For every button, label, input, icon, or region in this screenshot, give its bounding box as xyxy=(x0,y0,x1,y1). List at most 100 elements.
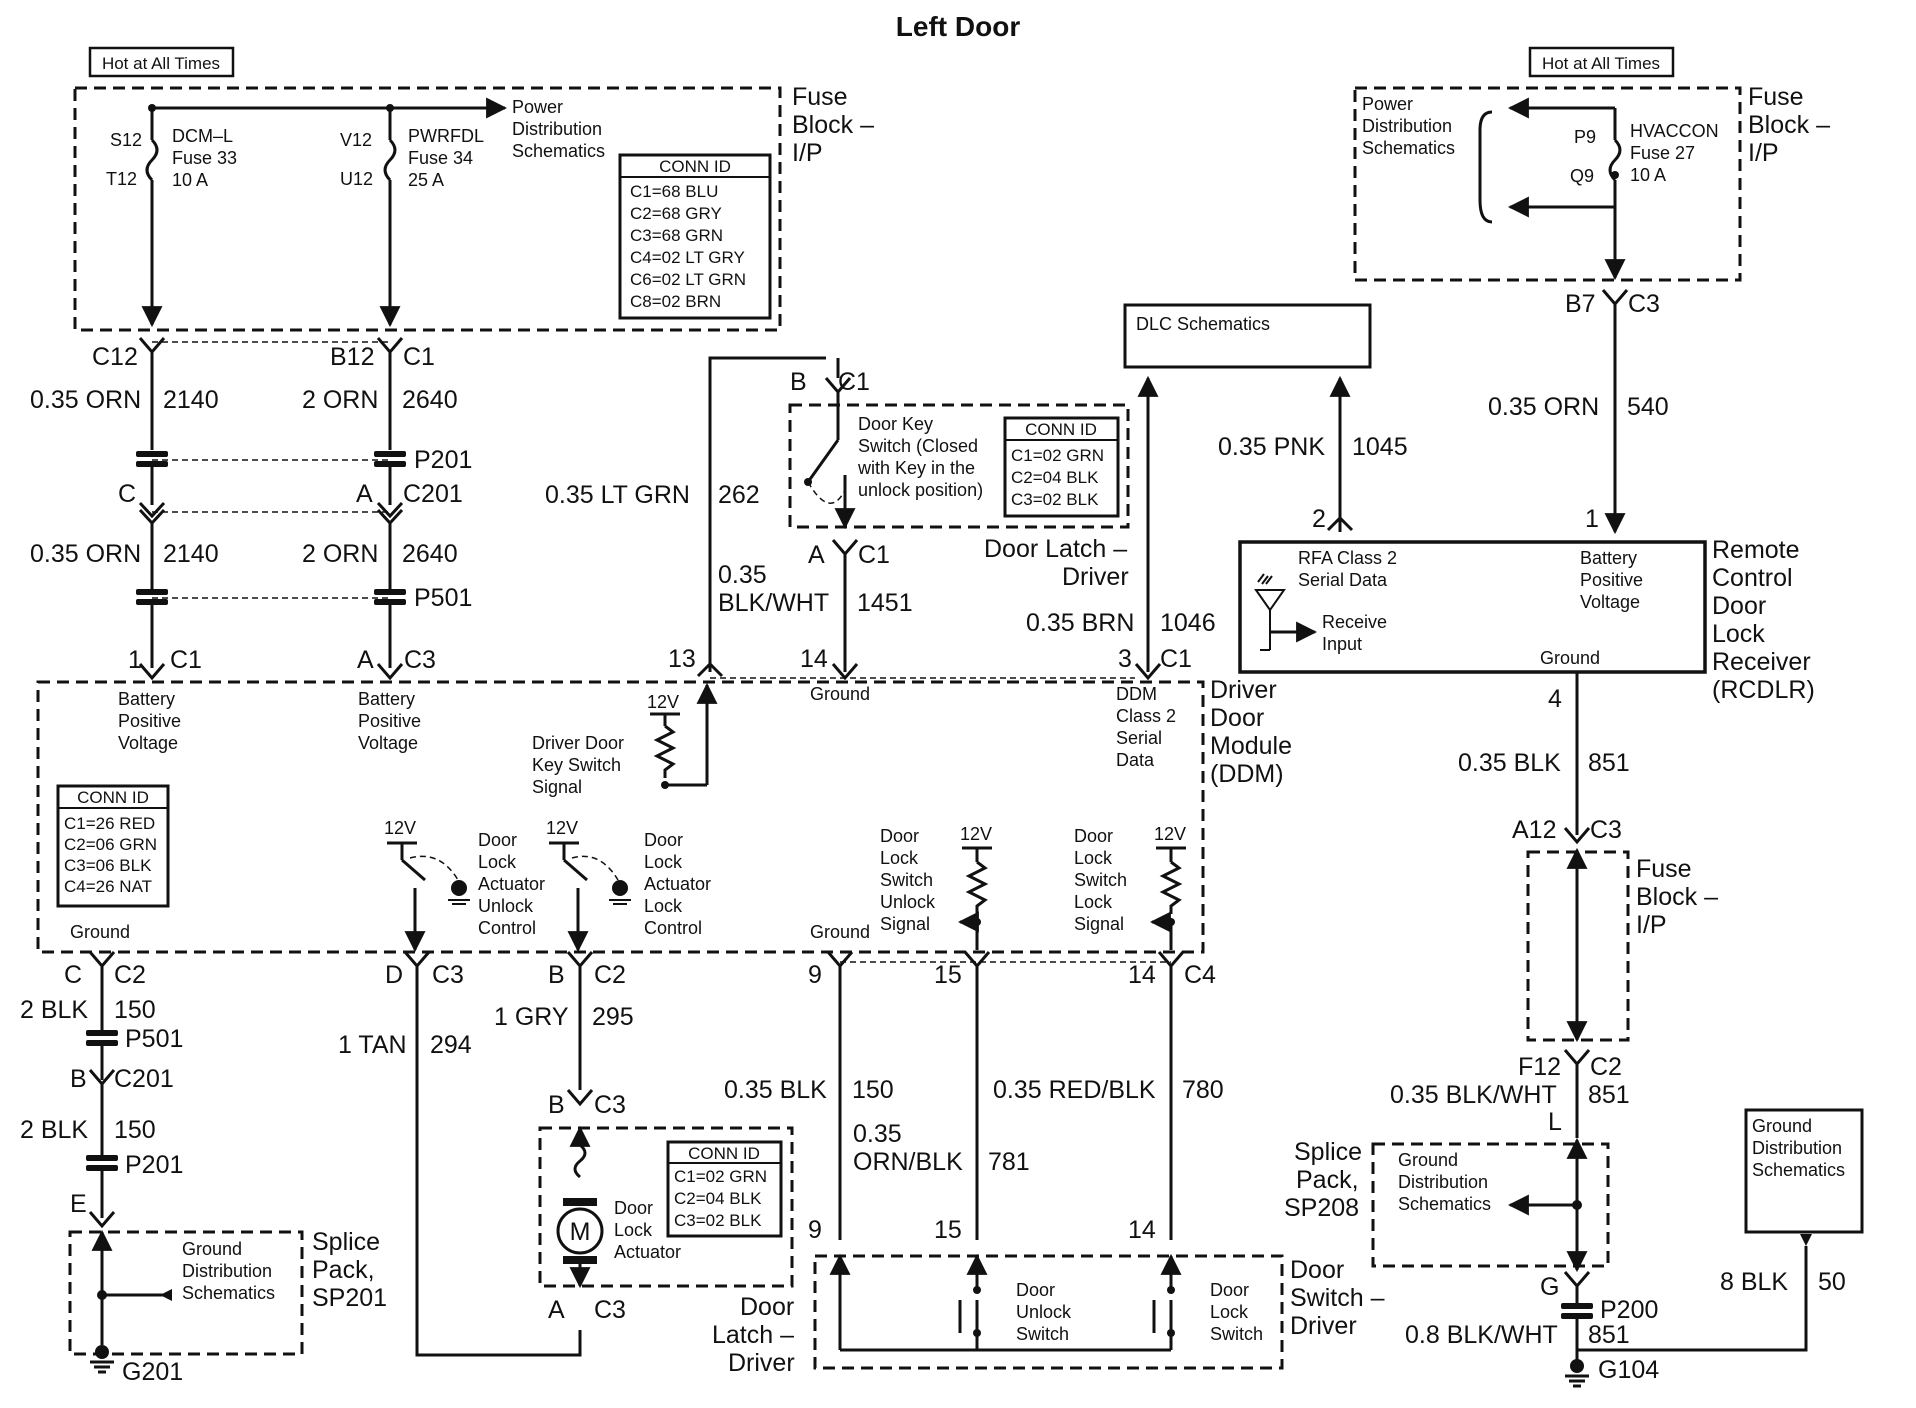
svg-text:unlock position): unlock position) xyxy=(858,480,983,500)
splice-pack-sp208: Ground Distribution Schematics Splice Pa… xyxy=(1284,1137,1610,1273)
svg-text:Unlock: Unlock xyxy=(478,896,534,916)
svg-text:Receive: Receive xyxy=(1322,612,1387,632)
svg-text:E: E xyxy=(70,1190,87,1218)
svg-text:Distribution: Distribution xyxy=(512,119,602,139)
fuse-block-left: Power Distribution Schematics S12 T12 DC… xyxy=(73,83,874,332)
svg-text:Switch: Switch xyxy=(880,870,933,890)
svg-text:1045: 1045 xyxy=(1352,433,1408,461)
svg-text:Lock: Lock xyxy=(644,896,683,916)
svg-text:U12: U12 xyxy=(340,169,373,189)
svg-text:4: 4 xyxy=(1548,685,1562,713)
svg-text:2 BLK: 2 BLK xyxy=(20,1116,88,1144)
svg-text:Distribution: Distribution xyxy=(182,1261,272,1281)
svg-text:Data: Data xyxy=(1116,750,1155,770)
svg-text:PWRFDL: PWRFDL xyxy=(408,126,484,146)
svg-text:Block –: Block – xyxy=(1636,883,1718,911)
svg-text:Ground: Ground xyxy=(1398,1150,1458,1170)
svg-text:2 ORN: 2 ORN xyxy=(302,386,378,414)
svg-text:C3=06 BLK: C3=06 BLK xyxy=(64,856,152,875)
svg-text:C3: C3 xyxy=(432,961,464,989)
svg-text:Positive: Positive xyxy=(358,711,421,731)
svg-text:50: 50 xyxy=(1818,1268,1846,1296)
svg-text:Driver: Driver xyxy=(728,1349,795,1377)
svg-text:Door: Door xyxy=(1210,704,1264,732)
svg-text:with Key in the: with Key in the xyxy=(857,458,975,478)
svg-text:12V: 12V xyxy=(960,824,992,844)
svg-text:Driver Door: Driver Door xyxy=(532,733,624,753)
svg-text:P200: P200 xyxy=(1600,1296,1658,1324)
svg-text:C1: C1 xyxy=(838,368,870,396)
inline-connector-p201: P201 xyxy=(136,446,472,474)
svg-text:V12: V12 xyxy=(340,130,372,150)
svg-text:Schematics: Schematics xyxy=(1398,1194,1491,1214)
svg-text:Control: Control xyxy=(478,918,536,938)
fuse-33 xyxy=(145,138,159,182)
svg-text:Door: Door xyxy=(1016,1280,1055,1300)
svg-text:Voltage: Voltage xyxy=(118,733,178,753)
svg-text:Door Key: Door Key xyxy=(858,414,933,434)
svg-text:Battery: Battery xyxy=(118,689,175,709)
svg-text:C3: C3 xyxy=(594,1091,626,1119)
svg-text:C1: C1 xyxy=(170,646,202,674)
svg-text:Unlock: Unlock xyxy=(1016,1302,1072,1322)
svg-text:Lock: Lock xyxy=(1074,848,1113,868)
svg-text:25 A: 25 A xyxy=(408,170,444,190)
svg-text:Control: Control xyxy=(644,918,702,938)
svg-text:Lock: Lock xyxy=(880,848,919,868)
svg-text:Driver: Driver xyxy=(1062,563,1129,591)
svg-text:Driver: Driver xyxy=(1290,1312,1357,1340)
svg-text:851: 851 xyxy=(1588,1321,1630,1349)
svg-text:Key Switch: Key Switch xyxy=(532,755,621,775)
svg-text:Door: Door xyxy=(740,1293,794,1321)
svg-text:150: 150 xyxy=(852,1076,894,1104)
svg-text:Door: Door xyxy=(1290,1256,1344,1284)
svg-text:15: 15 xyxy=(934,961,962,989)
svg-text:Signal: Signal xyxy=(1074,914,1124,934)
svg-text:Door: Door xyxy=(644,830,683,850)
svg-text:Door: Door xyxy=(1210,1280,1249,1300)
svg-text:C4: C4 xyxy=(1184,961,1216,989)
svg-text:Ground: Ground xyxy=(182,1239,242,1259)
svg-text:Door: Door xyxy=(1074,826,1113,846)
svg-text:10 A: 10 A xyxy=(172,170,208,190)
svg-text:851: 851 xyxy=(1588,749,1630,777)
ground-g201-icon xyxy=(90,1345,114,1374)
svg-text:12V: 12V xyxy=(384,818,416,838)
svg-text:0.35 BRN: 0.35 BRN xyxy=(1026,609,1134,637)
svg-text:M: M xyxy=(570,1218,591,1246)
svg-text:Lock: Lock xyxy=(478,852,517,872)
svg-text:P201: P201 xyxy=(414,446,472,474)
svg-text:B: B xyxy=(70,1065,87,1093)
svg-text:781: 781 xyxy=(988,1148,1030,1176)
svg-text:B: B xyxy=(790,368,807,396)
svg-text:A: A xyxy=(357,646,374,674)
svg-text:G201: G201 xyxy=(122,1358,183,1386)
svg-text:Actuator: Actuator xyxy=(614,1242,681,1262)
svg-text:Door: Door xyxy=(1712,592,1766,620)
svg-text:10 A: 10 A xyxy=(1630,165,1666,185)
driver-door-module: Battery Positive Voltage Battery Positiv… xyxy=(36,676,1292,954)
svg-text:ORN/BLK: ORN/BLK xyxy=(853,1148,963,1176)
svg-text:Block –: Block – xyxy=(1748,111,1830,139)
svg-text:I/P: I/P xyxy=(1636,911,1667,939)
svg-text:Lock: Lock xyxy=(1712,620,1765,648)
svg-text:0.35 BLK: 0.35 BLK xyxy=(724,1076,827,1104)
svg-text:CONN ID: CONN ID xyxy=(1025,420,1097,439)
svg-text:2140: 2140 xyxy=(163,386,219,414)
conn-id-table-actuator: CONN ID C1=02 GRN C2=04 BLK C3=02 BLK xyxy=(666,1140,783,1238)
svg-text:A: A xyxy=(808,541,825,569)
svg-text:C1: C1 xyxy=(858,541,890,569)
svg-text:14: 14 xyxy=(1128,961,1156,989)
svg-text:Schematics: Schematics xyxy=(182,1283,275,1303)
door-latch-driver-top: B C1 Door Key Switch (Closed with Key in… xyxy=(788,368,1130,591)
svg-text:DLC Schematics: DLC Schematics xyxy=(1136,314,1270,334)
svg-text:2640: 2640 xyxy=(402,540,458,568)
svg-text:C2=04 BLK: C2=04 BLK xyxy=(1011,468,1099,487)
svg-text:Switch: Switch xyxy=(1074,870,1127,890)
svg-text:0.35 PNK: 0.35 PNK xyxy=(1218,433,1325,461)
inline-connector-p501: P501 xyxy=(136,584,472,612)
conn-id-table-latch-top: CONN ID C1=02 GRN C2=04 BLK C3=02 BLK xyxy=(1003,416,1120,518)
svg-text:SP208: SP208 xyxy=(1284,1194,1359,1222)
svg-text:1451: 1451 xyxy=(857,589,913,617)
